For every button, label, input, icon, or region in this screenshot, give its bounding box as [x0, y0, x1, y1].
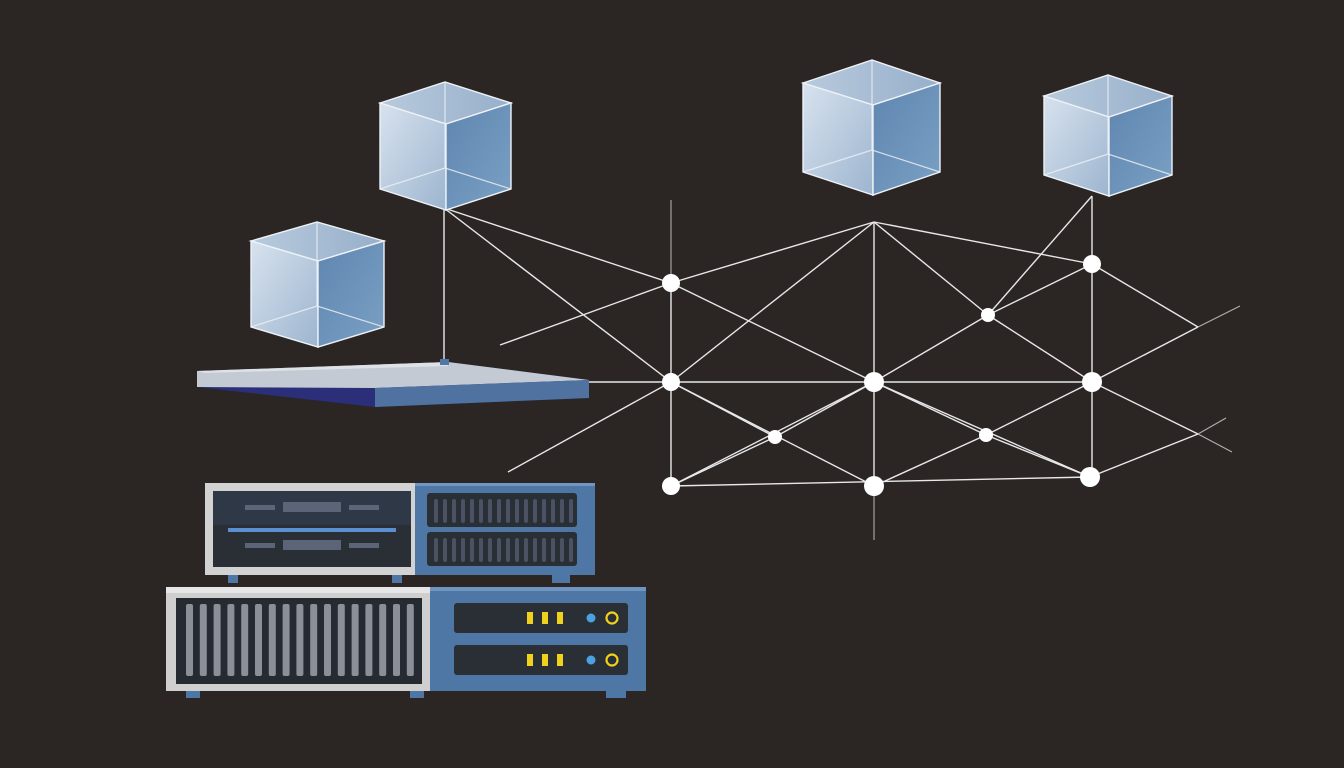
vent-slot — [365, 604, 373, 676]
node-f — [864, 476, 884, 496]
vent-slot — [524, 499, 528, 523]
vent-slot — [461, 538, 465, 562]
vent-slot — [296, 604, 304, 676]
vent-slot — [443, 499, 447, 523]
cube-3 — [800, 59, 943, 196]
status-led-group-top — [527, 612, 563, 624]
vent-slot — [213, 604, 221, 676]
vent-slot — [324, 604, 331, 676]
node-b — [662, 373, 680, 391]
cube-2 — [377, 81, 514, 211]
node-c — [662, 477, 680, 495]
vent-slot — [186, 604, 193, 676]
vent-slot — [533, 499, 537, 523]
vent-slot — [515, 499, 519, 523]
vent-slot — [282, 604, 290, 676]
network-edges — [443, 195, 1199, 487]
vent-slot — [337, 604, 345, 676]
node-g — [981, 308, 995, 322]
vent-slot — [310, 604, 318, 676]
floating-panel — [197, 359, 589, 407]
vent-slot — [479, 538, 483, 562]
network-nodes — [441, 255, 1102, 496]
vent-slot — [551, 499, 555, 523]
vent-slot — [255, 604, 262, 676]
spark-rays — [670, 200, 1241, 540]
vent-slot — [497, 499, 501, 523]
node-a — [662, 274, 680, 292]
vent-slot — [443, 538, 447, 562]
node-d — [768, 430, 782, 444]
vent-slot — [506, 538, 510, 562]
vent-slot — [434, 499, 438, 523]
vent-slot — [379, 604, 387, 676]
vent-slot — [542, 538, 546, 562]
vent-slot — [470, 499, 474, 523]
lower-server — [166, 587, 646, 698]
vent-slot — [560, 538, 564, 562]
vent-slot — [461, 499, 465, 523]
vent-slot — [560, 499, 564, 523]
node-k — [1080, 467, 1100, 487]
node-i — [1083, 255, 1101, 273]
vent-slot — [569, 499, 573, 523]
vent-slot — [452, 499, 456, 523]
vent-slot — [524, 538, 528, 562]
cube-4 — [1041, 74, 1175, 197]
vent-slot — [452, 538, 456, 562]
upper-server — [205, 483, 595, 583]
vent-slot — [479, 499, 483, 523]
vent-slot — [506, 499, 510, 523]
vent-slot — [551, 538, 555, 562]
vent-slot — [569, 538, 573, 562]
vent-slot — [241, 604, 249, 676]
vent-slot — [533, 538, 537, 562]
vent-slot — [515, 538, 519, 562]
vent-slot — [488, 538, 492, 562]
status-led-group-bottom — [527, 654, 563, 666]
vent-slot — [488, 499, 492, 523]
vent-slot — [393, 604, 400, 676]
vent-slot — [434, 538, 438, 562]
node-e — [864, 372, 884, 392]
vent-slot — [268, 604, 276, 676]
vent-slot — [227, 604, 235, 676]
node-h — [979, 428, 993, 442]
cube-1 — [248, 221, 387, 348]
vent-slot — [470, 538, 474, 562]
vent-slot — [497, 538, 501, 562]
vent-slot — [542, 499, 546, 523]
vent-slot — [351, 604, 359, 676]
vent-slot — [406, 604, 414, 676]
node-j — [1082, 372, 1102, 392]
vent-slot — [199, 604, 207, 676]
